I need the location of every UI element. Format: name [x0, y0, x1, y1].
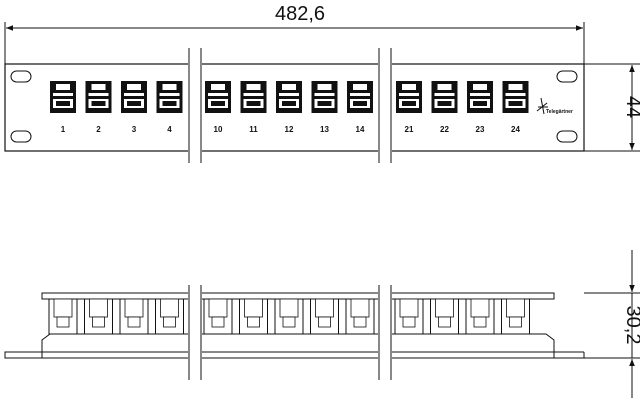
mounting-slot	[556, 130, 578, 143]
port-label: 13	[320, 125, 329, 134]
width-dimension: 482,6	[4, 3, 585, 64]
port-label: 10	[214, 125, 223, 134]
depth-dimension: 30,2	[584, 250, 640, 398]
port-module-side	[84, 298, 113, 335]
port-module-side	[465, 298, 495, 335]
rj45-port	[205, 81, 231, 113]
rj45-port	[121, 81, 147, 113]
mounting-slot	[10, 70, 32, 83]
mounting-slot	[556, 70, 578, 83]
port-modules-side	[48, 298, 530, 335]
rj45-port	[347, 81, 373, 113]
height-dimension: 44	[584, 63, 640, 152]
bottom-view	[4, 285, 585, 380]
rj45-port	[156, 81, 183, 113]
rj45-port	[85, 81, 112, 113]
port-label: 24	[511, 125, 520, 134]
height-dimension-label: 44	[622, 96, 640, 118]
port-module-side	[239, 298, 268, 335]
port-label: 23	[476, 125, 485, 134]
base-housing	[41, 333, 555, 353]
brand-logo-mark	[536, 97, 548, 115]
port-module-side	[345, 298, 375, 335]
rj45-port	[50, 81, 76, 113]
rj45-port	[396, 81, 422, 113]
mounting-slot	[10, 130, 32, 143]
port-label: 12	[285, 125, 294, 134]
port-module-side	[274, 298, 304, 335]
mounting-flange	[4, 351, 585, 359]
port-label: 21	[405, 125, 414, 134]
port-label: 22	[440, 125, 449, 134]
rj45-port	[467, 81, 493, 113]
port-module-side	[430, 298, 459, 335]
port-module-side	[48, 298, 78, 335]
port-module-side	[394, 298, 424, 335]
rj45-port	[276, 81, 302, 113]
port-label: 2	[96, 125, 101, 134]
port-module-side	[155, 298, 184, 335]
port-module-side	[310, 298, 339, 335]
rj45-port	[431, 81, 458, 113]
port-label: 14	[356, 125, 365, 134]
depth-dimension-label: 30,2	[622, 306, 640, 345]
break-line	[188, 285, 392, 380]
port-module-side	[203, 298, 233, 335]
port-module-side	[119, 298, 149, 335]
port-label: 11	[249, 125, 258, 134]
brand-label: Telegärtner	[546, 109, 573, 115]
rj45-port	[311, 81, 338, 113]
width-dimension-label: 482,6	[275, 3, 325, 25]
port-label: 4	[167, 125, 172, 134]
port-label: 1	[61, 125, 66, 134]
brand-logo: Telegärtner	[536, 97, 573, 115]
port-module-side	[501, 298, 530, 335]
port-label: 3	[132, 125, 137, 134]
rj45-ports	[50, 81, 529, 113]
rj45-port	[502, 81, 529, 113]
rj45-port	[240, 81, 267, 113]
top-plate	[41, 292, 555, 300]
break-line	[188, 48, 392, 163]
